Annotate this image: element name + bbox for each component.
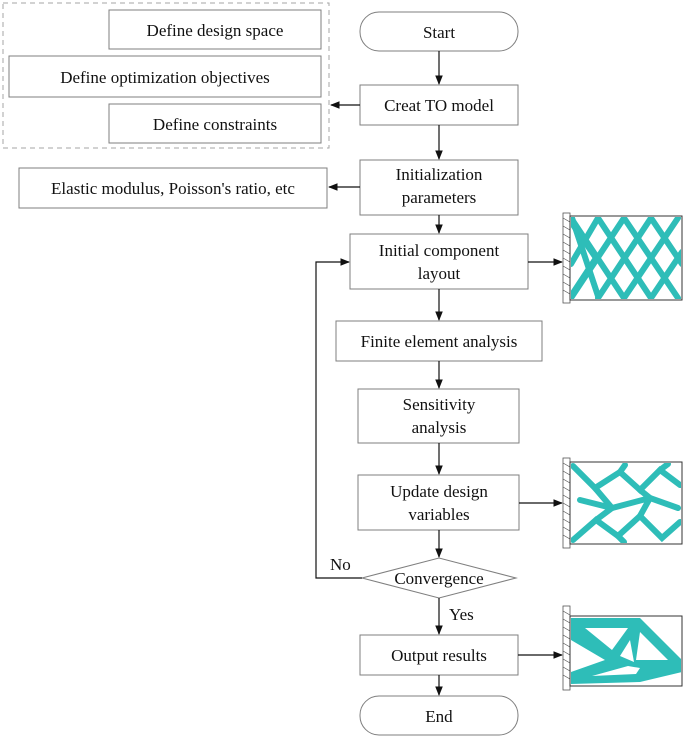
sensitivity-label-line2: analysis (412, 418, 467, 437)
initialization-node: Initialization parameters (359, 159, 519, 216)
initial-lattice-structure (562, 212, 683, 304)
initial-layout-label-line1: Initial component (379, 241, 500, 260)
material-parameters-label: Elastic modulus, Poisson's ratio, etc (51, 179, 295, 198)
initial-layout-label-line2: layout (418, 264, 461, 283)
sensitivity-label-line1: Sensitivity (403, 395, 476, 414)
initialization-label-line2: parameters (402, 188, 477, 207)
output-results-label: Output results (391, 646, 487, 665)
start-node: Start (359, 11, 519, 52)
define-design-space-box: Define design space (108, 9, 322, 50)
define-design-space-label: Define design space (147, 21, 284, 40)
define-constraints-box: Define constraints (108, 103, 322, 144)
convergence-label: Convergence (394, 569, 483, 588)
initialization-label-line1: Initialization (396, 165, 483, 184)
output-results-node: Output results (359, 634, 519, 676)
creat-to-model-node: Creat TO model (359, 84, 519, 126)
creat-to-model-label: Creat TO model (384, 96, 494, 115)
optimized-structure (562, 605, 683, 691)
start-label: Start (423, 23, 455, 42)
material-parameters-box: Elastic modulus, Poisson's ratio, etc (18, 167, 328, 209)
update-variables-node: Update design variables (357, 474, 520, 531)
convergence-decision: Convergence (360, 557, 518, 599)
define-constraints-label: Define constraints (153, 115, 277, 134)
yes-label: Yes (449, 605, 474, 624)
define-objectives-box: Define optimization objectives (8, 55, 322, 98)
define-objectives-label: Define optimization objectives (60, 68, 270, 87)
end-label: End (425, 707, 453, 726)
no-label: No (330, 555, 351, 574)
sensitivity-node: Sensitivity analysis (357, 388, 520, 444)
fea-label: Finite element analysis (361, 332, 518, 351)
update-variables-label-line2: variables (408, 505, 469, 524)
initial-layout-node: Initial component layout (349, 233, 529, 290)
intermediate-structure (562, 457, 683, 549)
update-variables-label-line1: Update design (390, 482, 488, 501)
fea-node: Finite element analysis (335, 320, 543, 362)
end-node: End (359, 695, 519, 736)
edge-no-loop (315, 258, 362, 579)
to-model-definition-group (2, 2, 330, 149)
